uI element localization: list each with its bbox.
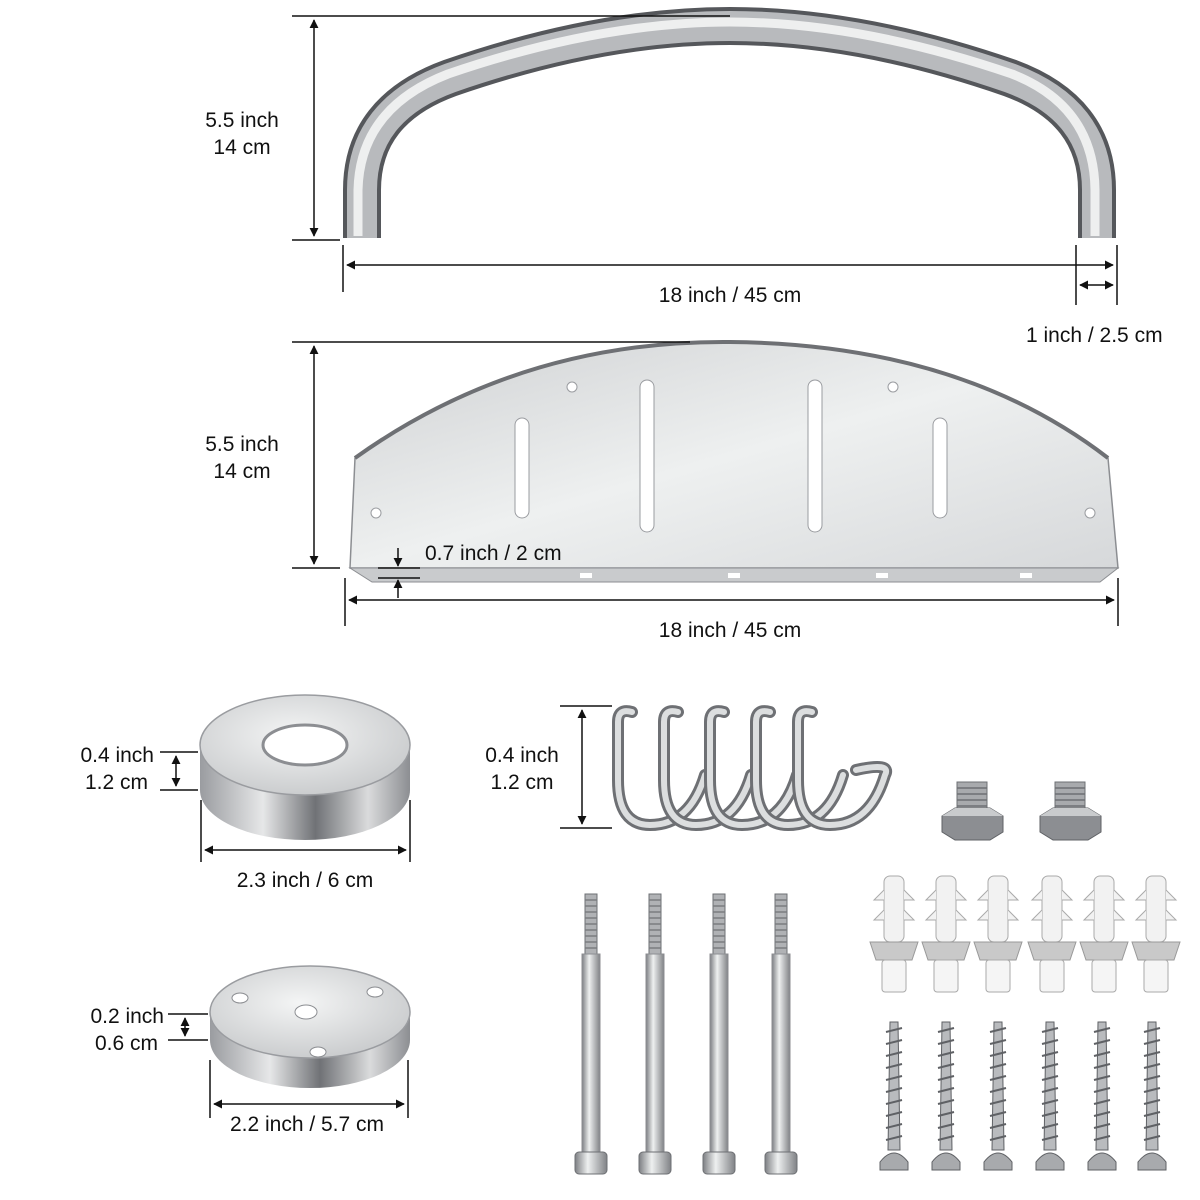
handle-width: 18 inch / 45 cm bbox=[658, 284, 802, 307]
wall-anchor bbox=[1079, 875, 1129, 993]
wall-anchor bbox=[921, 875, 971, 993]
screw bbox=[1137, 1021, 1167, 1171]
handle-dimension-lines bbox=[292, 15, 1118, 305]
handle-height-cm: 14 cm bbox=[213, 136, 271, 159]
wall-anchor bbox=[973, 875, 1023, 993]
handle-leg-width: 1 inch / 2.5 cm bbox=[1026, 324, 1163, 347]
hex-bolts bbox=[941, 781, 1102, 841]
hook-dimension-lines bbox=[560, 705, 612, 829]
s-hook bbox=[704, 705, 803, 832]
base-plate-height-inch: 0.2 inch bbox=[90, 1005, 164, 1028]
s-hooks bbox=[612, 705, 893, 832]
wall-anchors bbox=[869, 875, 1181, 993]
flange-cover bbox=[199, 694, 411, 840]
flange-height-cm: 1.2 cm bbox=[84, 771, 148, 794]
long-bolts bbox=[574, 893, 798, 1175]
handle-height-inch: 5.5 inch bbox=[205, 109, 279, 132]
wall-anchor bbox=[869, 875, 919, 993]
base-plate-diameter: 2.2 inch / 5.7 cm bbox=[229, 1113, 385, 1136]
flange-dimension-lines bbox=[160, 751, 411, 862]
s-hook bbox=[612, 705, 711, 832]
basket-width: 18 inch / 45 cm bbox=[658, 619, 802, 642]
long-bolt bbox=[638, 893, 672, 1175]
long-bolt bbox=[702, 893, 736, 1175]
basket-lip-height: 0.7 inch / 2 cm bbox=[425, 542, 562, 565]
hook-height-cm: 1.2 cm bbox=[490, 771, 554, 794]
wall-anchor bbox=[1027, 875, 1077, 993]
basket-height-inch: 5.5 inch bbox=[205, 433, 279, 456]
screw bbox=[931, 1021, 961, 1171]
screw bbox=[983, 1021, 1013, 1171]
flange-diameter: 2.3 inch / 6 cm bbox=[236, 869, 374, 892]
hook-height-inch: 0.4 inch bbox=[485, 744, 559, 767]
wall-anchor bbox=[1131, 875, 1181, 993]
screw bbox=[879, 1021, 909, 1171]
basket-dimension-lines bbox=[292, 341, 1119, 626]
flange-height-inch: 0.4 inch bbox=[80, 744, 154, 767]
screws bbox=[879, 1021, 1167, 1171]
mounting-base-plate bbox=[209, 965, 411, 1088]
s-hook bbox=[792, 705, 893, 832]
long-bolt bbox=[574, 893, 608, 1175]
hex-bolt bbox=[941, 781, 1004, 841]
base-plate-height-cm: 0.6 cm bbox=[94, 1032, 158, 1055]
towel-handle bbox=[343, 6, 1116, 238]
basket-height-cm: 14 cm bbox=[213, 460, 271, 483]
s-hook bbox=[750, 705, 849, 832]
hex-bolt bbox=[1039, 781, 1102, 841]
s-hook bbox=[658, 705, 757, 832]
base-plate-dimension-lines bbox=[168, 1013, 409, 1118]
shower-basket bbox=[348, 339, 1120, 583]
screw bbox=[1035, 1021, 1065, 1171]
screw bbox=[1087, 1021, 1117, 1171]
long-bolt bbox=[764, 893, 798, 1175]
